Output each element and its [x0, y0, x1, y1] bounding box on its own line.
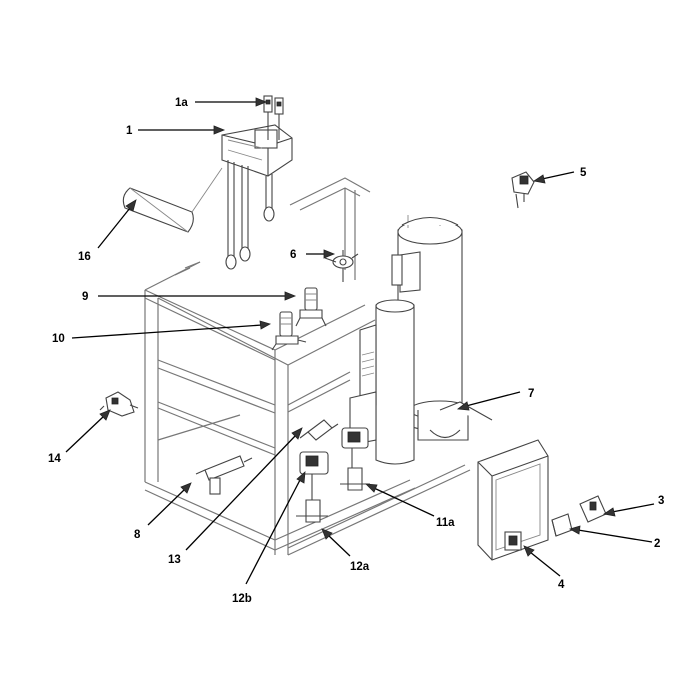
- callout-1a: 1a: [175, 97, 188, 109]
- hopper-assembly: [221, 124, 293, 270]
- leader-lines: [65, 97, 655, 585]
- auger-column: [349, 299, 415, 465]
- callout-7: 7: [528, 388, 534, 400]
- machine-frame: [144, 177, 471, 556]
- callout-8: 8: [134, 529, 141, 541]
- callout-2: 2: [654, 538, 660, 550]
- relay-2: [551, 513, 573, 537]
- valve-10: [271, 311, 307, 351]
- valve-9: [295, 287, 327, 327]
- callout-13: 13: [168, 554, 181, 566]
- control-box: [477, 439, 549, 561]
- compressor: [391, 215, 493, 441]
- callout-3: 3: [658, 495, 664, 507]
- solenoid-valve-11a: [340, 427, 370, 491]
- callout-14: 14: [48, 453, 61, 465]
- valve-13: [299, 419, 339, 441]
- curtain-panel: [122, 167, 223, 233]
- callout-1: 1: [126, 125, 133, 137]
- expansion-valve: [324, 250, 359, 282]
- solenoid-valve-12b: [296, 451, 329, 523]
- callout-labels: 1a 1 16 6 9 10 5 7 14 8 13 12b 12a 11a 4…: [48, 97, 664, 605]
- sensor-1a: [263, 95, 284, 140]
- switch-3: [579, 495, 607, 523]
- callout-6: 6: [290, 249, 296, 261]
- callout-9: 9: [82, 291, 88, 303]
- callout-16: 16: [78, 251, 91, 263]
- callout-11a: 11a: [436, 517, 455, 529]
- callout-12b: 12b: [232, 593, 252, 605]
- pressure-switch-5: [511, 171, 535, 209]
- float-switch-14: [99, 391, 139, 417]
- callout-5: 5: [580, 167, 587, 179]
- callout-10: 10: [52, 333, 65, 345]
- water-valve-8: [195, 455, 253, 495]
- callout-12a: 12a: [350, 561, 370, 573]
- callout-4: 4: [558, 579, 565, 591]
